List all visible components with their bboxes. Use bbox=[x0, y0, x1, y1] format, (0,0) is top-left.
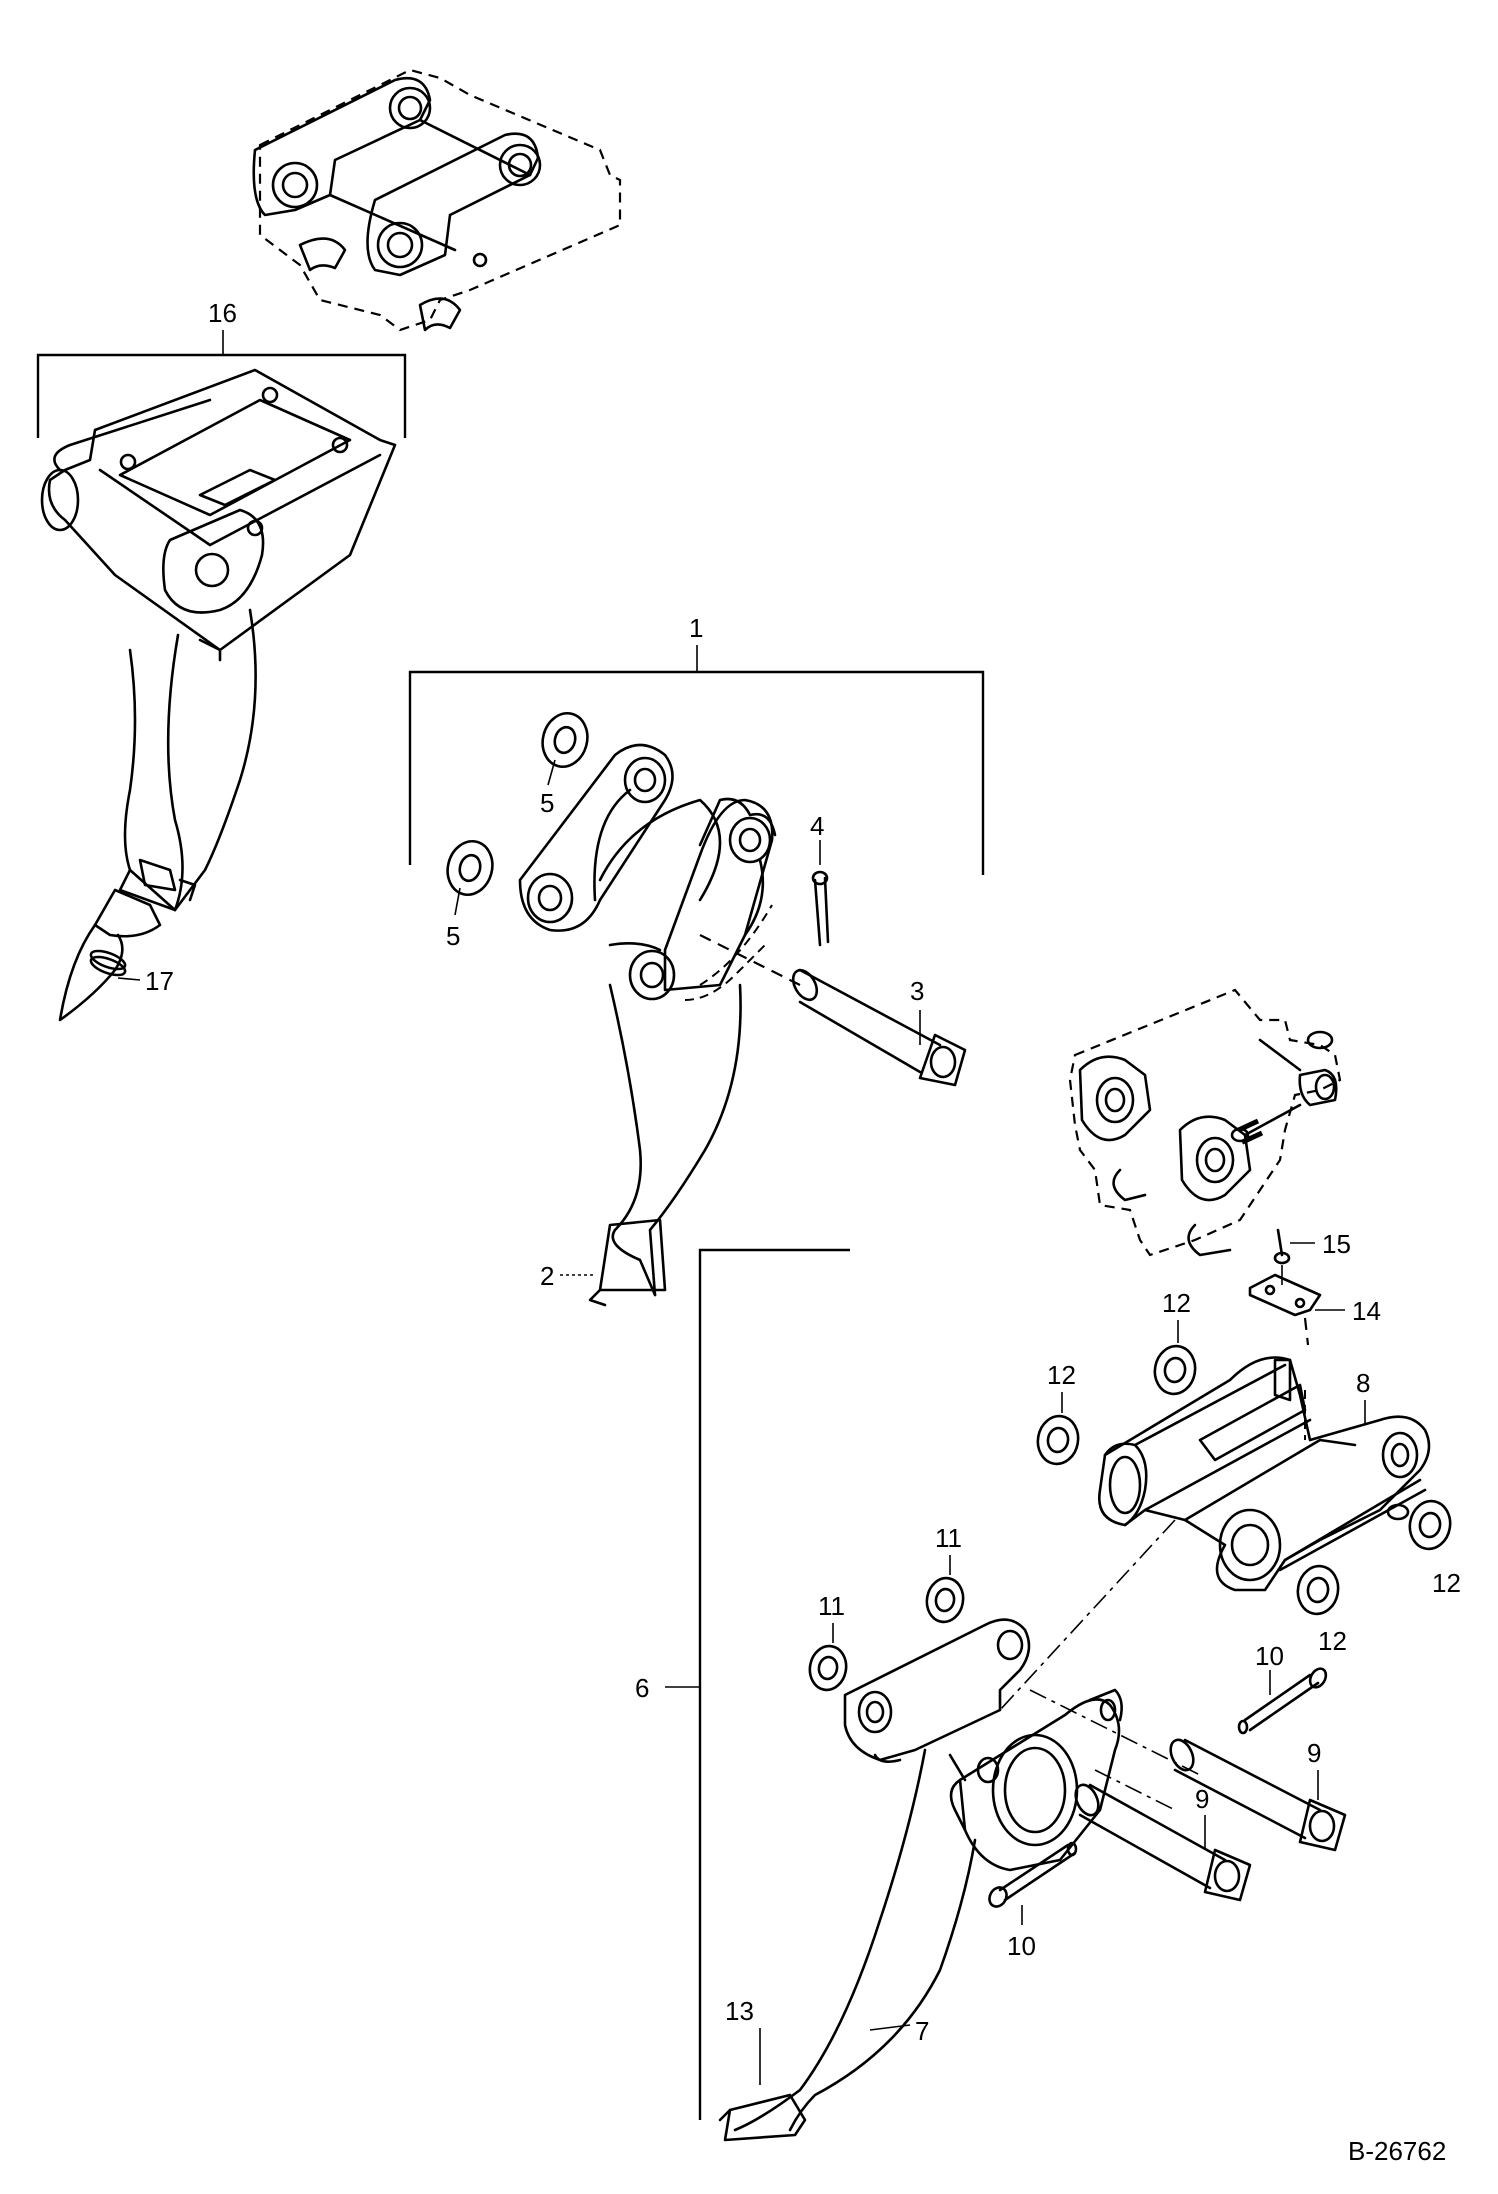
callout-12a: 12 bbox=[1162, 1288, 1191, 1318]
bracket-16: 16 bbox=[36, 298, 407, 438]
callout-5b: 5 bbox=[446, 921, 460, 951]
callout-15: 15 bbox=[1322, 1229, 1351, 1259]
ripper-16: 17 bbox=[40, 368, 397, 1022]
quick-coupler-right bbox=[1068, 988, 1342, 1257]
callout-10b: 10 bbox=[1007, 1931, 1036, 1961]
callout-11a: 11 bbox=[935, 1523, 962, 1553]
quick-coupler-top bbox=[252, 68, 622, 332]
ripper-6: 15 14 12 12 12 bbox=[718, 1228, 1461, 2142]
callout-1: 1 bbox=[689, 613, 703, 643]
callout-12c: 12 bbox=[1432, 1568, 1461, 1598]
callout-16: 16 bbox=[208, 298, 237, 328]
callout-8: 8 bbox=[1356, 1368, 1370, 1398]
callout-12b: 12 bbox=[1047, 1360, 1076, 1390]
ripper-1: 5 5 2 3 bbox=[446, 712, 967, 1307]
callout-14: 14 bbox=[1352, 1296, 1381, 1326]
bracket-1: 1 bbox=[408, 613, 985, 875]
callout-13: 13 bbox=[725, 1996, 754, 2026]
callout-10a: 10 bbox=[1255, 1641, 1284, 1671]
callout-9a: 9 bbox=[1307, 1738, 1321, 1768]
callout-7: 7 bbox=[915, 2016, 929, 2046]
callout-17: 17 bbox=[145, 966, 174, 996]
drawing-id: B-26762 bbox=[1348, 2136, 1446, 2166]
bracket-6: 6 bbox=[635, 1248, 850, 2120]
callout-3: 3 bbox=[910, 976, 924, 1006]
callout-4: 4 bbox=[810, 811, 824, 841]
callout-12d: 12 bbox=[1318, 1626, 1347, 1656]
callout-5a: 5 bbox=[540, 788, 554, 818]
callout-11b: 11 bbox=[818, 1591, 845, 1621]
callout-6: 6 bbox=[635, 1673, 649, 1703]
callout-2: 2 bbox=[540, 1261, 554, 1291]
callout-9b: 9 bbox=[1195, 1784, 1209, 1814]
